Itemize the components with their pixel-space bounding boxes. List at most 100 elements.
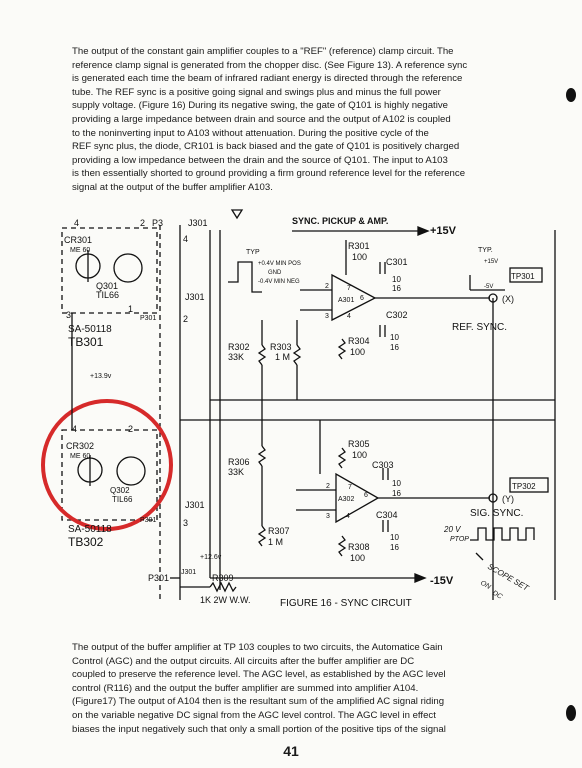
paragraph-bottom-line: The output of the buffer amplifier at TP… (72, 642, 443, 653)
a302-pin6: 6 (364, 492, 368, 499)
tp302-y-label: (Y) (502, 494, 514, 504)
typ-label: TYP (246, 249, 260, 256)
r307-label: R307 (268, 526, 290, 536)
pin-1-top: 1 (128, 304, 133, 314)
margin-ink-mark-bottom (566, 705, 576, 721)
tp301-x-label: (X) (502, 294, 514, 304)
cr302-label: CR302 (66, 441, 94, 451)
c304-voltage: 16 (390, 543, 399, 552)
sync-circuit-schematic: SYNC. PICKUP & AMP. +15V -15V J301 P3 2 … (41, 209, 556, 609)
a302-label: A302 (338, 496, 354, 503)
q301-label: Q301 (96, 281, 118, 291)
a302-pin4: 4 (346, 513, 350, 520)
a301-pin3: 3 (325, 313, 329, 320)
paragraph-bottom-line: Control (AGC) and the output circuits. A… (72, 655, 415, 667)
v126-label: +12.6v (200, 554, 222, 561)
r302-value: 33K (228, 352, 244, 362)
ref-sync-label: REF. SYNC. (452, 322, 507, 333)
r303-value: 1 M (275, 352, 290, 362)
c302-label: C302 (386, 310, 408, 320)
r304-value: 100 (350, 347, 365, 357)
pin-2-j301: 2 (183, 314, 188, 324)
c302-voltage: 16 (390, 343, 399, 352)
r305-label: R305 (348, 439, 370, 449)
p301-label-1: P301 (140, 315, 156, 322)
a301-pin2: 2 (325, 283, 329, 290)
page-number: 41 (283, 743, 299, 759)
paragraph-top-line: supply voltage. (Figure 16) During its n… (72, 100, 448, 112)
r304-label: R304 (348, 336, 370, 346)
p301-label-2: P301 (140, 517, 156, 524)
sa50118-label-2: SA-50118 (68, 524, 112, 535)
r302-label: R302 (228, 342, 250, 352)
r307-value: 1 M (268, 537, 283, 547)
tp302-label: TP302 (512, 482, 536, 491)
a301-label: A301 (338, 297, 354, 304)
pin-2-bottom: 2 (128, 424, 133, 434)
pin-4-bottom: 4 (72, 424, 77, 434)
a301-pin7: 7 (347, 285, 351, 292)
c301-label: C301 (386, 257, 408, 267)
paragraph-bottom-line: (Figure17) The output of A104 then is th… (72, 696, 445, 708)
c301-value: 10 (392, 275, 401, 284)
dc-label: DC (491, 590, 504, 602)
r301-value: 100 (352, 252, 367, 262)
schematic-title: SYNC. PICKUP & AMP. (292, 216, 388, 226)
a302-pin3: 3 (326, 513, 330, 520)
pin-4-j301: 4 (183, 234, 188, 244)
a302-pin2: 2 (326, 483, 330, 490)
pin-3-j301: 3 (183, 518, 188, 528)
paragraph-top-line: is then essentially shorted to ground pr… (72, 168, 466, 180)
c303-value: 10 (392, 479, 401, 488)
margin-ink-mark-top (566, 88, 576, 102)
cr302-type: ME 60 (70, 453, 90, 460)
minus15v-label: -15V (430, 575, 454, 587)
r305-value: 100 (352, 450, 367, 460)
a301-pin4: 4 (347, 313, 351, 320)
figure-caption: FIGURE 16 - SYNC CIRCUIT (280, 598, 412, 609)
c303-label: C303 (372, 460, 394, 470)
r306-label: R306 (228, 457, 250, 467)
r301-label: R301 (348, 241, 370, 251)
ptop-label: PTOP (450, 536, 469, 543)
body-paragraph-bottom: The output of the buffer amplifier at TP… (72, 641, 550, 736)
paragraph-top-line: The output of the constant gain amplifie… (72, 46, 454, 57)
tp301-label: TP301 (511, 272, 535, 281)
j301-label-2: J301 (185, 292, 205, 302)
paragraph-bottom-line: coupled to preserve the reference level.… (72, 669, 446, 681)
twenty-volt-label: 20 V (443, 525, 461, 534)
c304-value: 10 (390, 533, 399, 542)
p3-label: P3 (152, 218, 163, 228)
pin-4-top: 4 (74, 218, 79, 228)
paragraph-top-line: REF sync plus, the diode, CR101 is back … (72, 141, 460, 153)
cr301-label: CR301 (64, 235, 92, 245)
tb301-label: TB301 (68, 335, 104, 349)
paragraph-bottom-line: control (R116) and the output the buffer… (72, 682, 419, 694)
minus5-small-label: -5V (484, 284, 493, 290)
a302-pin7: 7 (348, 484, 352, 491)
j301-label-4: J301 (181, 569, 196, 576)
pin-3-top: 3 (66, 310, 71, 320)
q302-label: Q302 (110, 486, 130, 495)
paragraph-top-line: to the noninverting input to A103 withou… (72, 127, 429, 139)
v139-label: +13.9v (90, 373, 112, 380)
paragraph-bottom-line: on the variable negative DC signal from … (72, 709, 436, 721)
sa50118-label-1: SA-50118 (68, 324, 112, 335)
paragraph-top-line: signal at the output of the buffer ampli… (72, 181, 273, 193)
cr301-type: ME 60 (70, 247, 90, 254)
r306-value: 33K (228, 467, 244, 477)
r308-label: R308 (348, 542, 370, 552)
q301-type: TIL66 (96, 290, 119, 300)
plus15-small-label: +15V (484, 259, 498, 265)
on-label: ON (479, 580, 492, 592)
r303-label: R303 (270, 342, 292, 352)
paragraph-top-line: is generated each time the beam of infra… (72, 73, 463, 85)
c303-voltage: 16 (392, 489, 401, 498)
wave-neg-label: -0.4V MIN NEG (258, 279, 300, 285)
plus15v-label: +15V (430, 225, 457, 237)
j301-label-1: J301 (188, 218, 208, 228)
sig-sync-label: SIG. SYNC. (470, 508, 523, 519)
paragraph-top-line: providing a low impedance between the dr… (72, 154, 448, 166)
r309-value: 1K 2W W.W. (200, 595, 251, 605)
a301-pin6: 6 (360, 295, 364, 302)
